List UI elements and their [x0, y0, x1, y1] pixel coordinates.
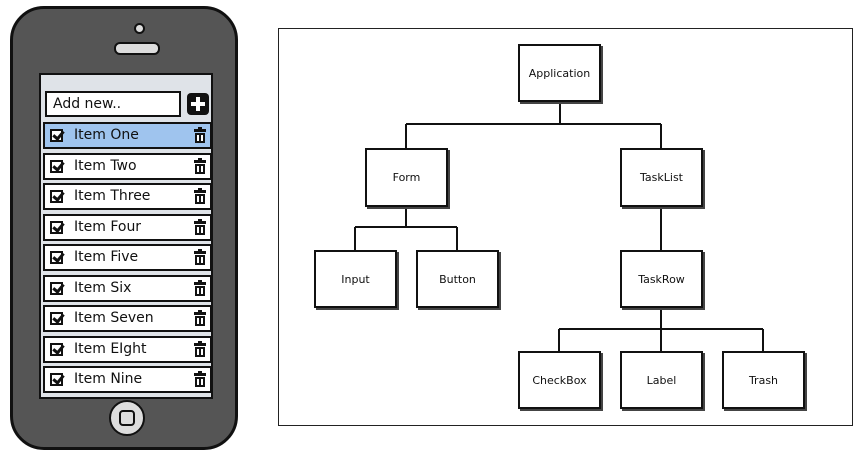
home-button[interactable] — [109, 400, 145, 436]
node-tasklist: TaskList — [620, 148, 703, 207]
item-label: Item Three — [74, 188, 151, 204]
trash-icon[interactable] — [194, 310, 206, 326]
component-tree-diagram: Application Form TaskList Input Button T… — [278, 28, 853, 426]
list-item[interactable]: Item Five — [43, 244, 211, 271]
phone-screen: Item One Item Two Item Three Item Four I — [39, 73, 213, 399]
list-item[interactable]: Item Two — [43, 152, 211, 180]
trash-icon[interactable] — [194, 279, 206, 296]
node-taskrow: TaskRow — [620, 250, 703, 308]
trash-icon[interactable] — [194, 127, 206, 143]
add-button[interactable] — [187, 93, 209, 115]
checkbox-checked-icon[interactable] — [50, 129, 63, 142]
node-trash: Trash — [722, 351, 805, 409]
add-new-input[interactable] — [45, 91, 181, 117]
list-item[interactable]: Item EIght — [43, 335, 211, 363]
item-label: Item Five — [74, 249, 139, 265]
connector-lines — [354, 102, 764, 351]
trash-icon[interactable] — [194, 218, 206, 235]
item-label: Item Nine — [74, 371, 143, 387]
phone-mockup: Item One Item Two Item Three Item Four I — [10, 6, 238, 450]
trash-icon[interactable] — [194, 249, 206, 265]
speaker-icon — [114, 42, 160, 55]
item-label: Item One — [74, 127, 139, 143]
trash-icon[interactable] — [194, 340, 206, 357]
add-row — [45, 91, 209, 117]
node-label: Label — [620, 351, 703, 409]
task-list: Item One Item Two Item Three Item Four I — [43, 122, 211, 397]
checkbox-checked-icon[interactable] — [50, 342, 63, 356]
list-item[interactable]: Item Nine — [43, 366, 211, 393]
list-item[interactable]: Item Three — [43, 183, 211, 210]
checkbox-checked-icon[interactable] — [50, 251, 63, 264]
checkbox-checked-icon[interactable] — [50, 159, 63, 173]
trash-icon[interactable] — [194, 188, 206, 204]
home-square-icon — [119, 410, 135, 426]
item-label: Item Seven — [74, 310, 154, 326]
trash-icon[interactable] — [194, 371, 206, 387]
node-form: Form — [365, 148, 448, 207]
checkbox-checked-icon[interactable] — [50, 281, 63, 295]
list-item[interactable]: Item Seven — [43, 305, 211, 332]
node-input: Input — [314, 250, 397, 308]
camera-icon — [134, 23, 145, 34]
item-label: Item Six — [74, 279, 132, 296]
list-item[interactable]: Item One — [43, 122, 211, 149]
checkbox-checked-icon[interactable] — [50, 312, 63, 325]
item-label: Item Four — [74, 218, 142, 235]
item-label: Item EIght — [74, 340, 147, 357]
checkbox-checked-icon[interactable] — [50, 220, 63, 234]
trash-icon[interactable] — [194, 157, 206, 174]
list-item[interactable]: Item Four — [43, 213, 211, 241]
node-checkbox: CheckBox — [518, 351, 601, 409]
checkbox-checked-icon[interactable] — [50, 190, 63, 203]
node-application: Application — [518, 44, 601, 102]
list-item[interactable]: Item Six — [43, 274, 211, 302]
item-label: Item Two — [74, 157, 137, 174]
checkbox-checked-icon[interactable] — [50, 373, 63, 386]
node-button: Button — [416, 250, 499, 308]
